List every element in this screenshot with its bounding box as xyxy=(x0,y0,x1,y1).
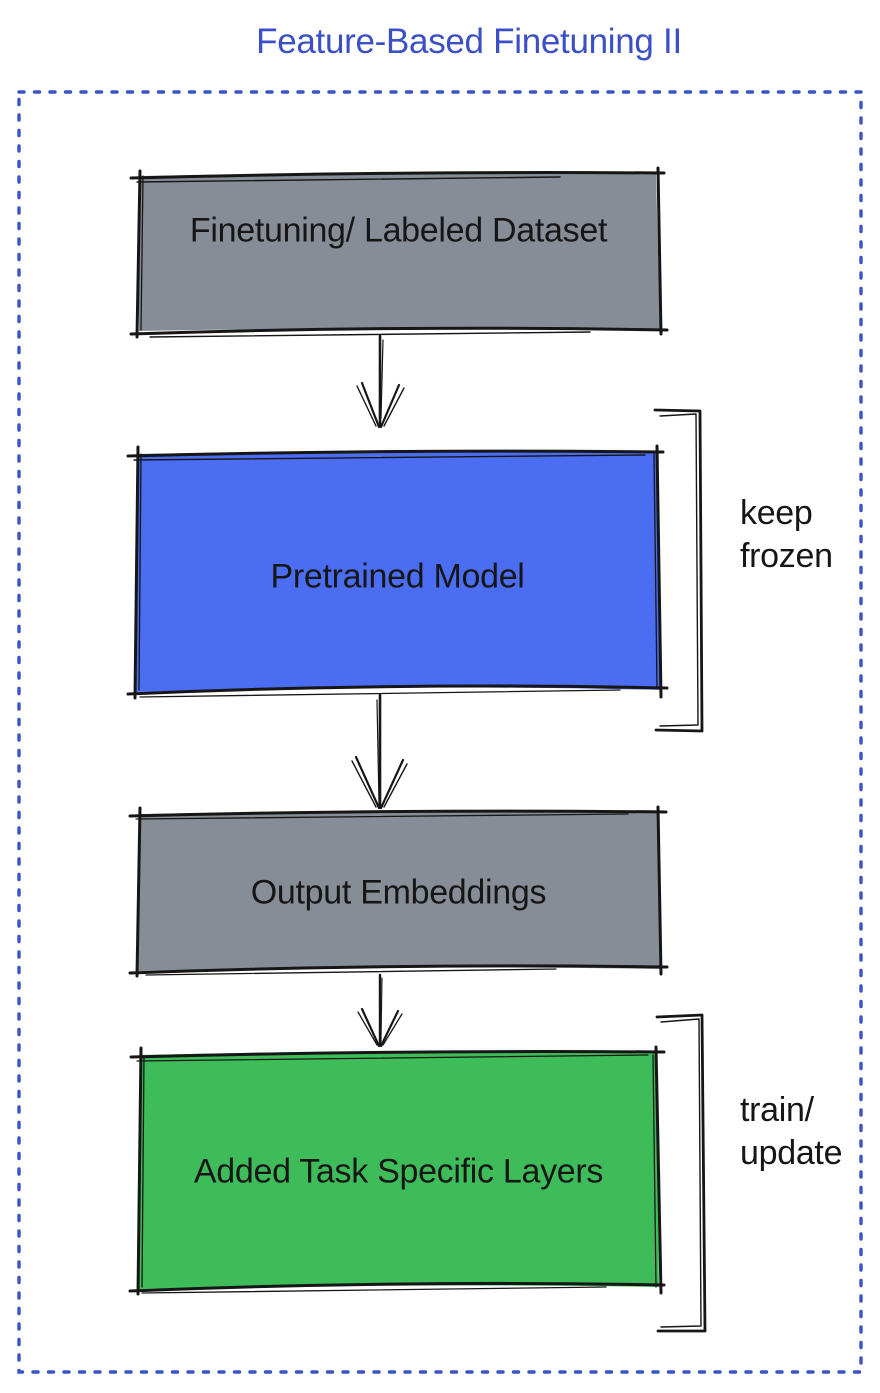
node-pretrained-shape xyxy=(126,444,669,700)
bracket-keep-frozen xyxy=(653,408,704,733)
bracket-train-update xyxy=(655,1013,707,1333)
node-pretrained-label: Pretrained Model xyxy=(270,557,525,596)
diagram-title: Feature-Based Finetuning II xyxy=(256,22,682,61)
dotted-frame xyxy=(17,90,863,1374)
edge-embeddings-to-task-layers xyxy=(357,973,403,1048)
node-dataset-label: Finetuning/ Labeled Dataset xyxy=(189,211,608,250)
node-embeddings-label: Output Embeddings xyxy=(250,873,547,912)
annotation-train-update: train/ update xyxy=(740,1091,843,1172)
node-task-layers-label: Added Task Specific Layers xyxy=(193,1152,604,1191)
node-embeddings-shape xyxy=(128,805,669,978)
edge-pretrained-to-embeddings xyxy=(351,693,408,810)
edge-dataset-to-pretrained xyxy=(356,334,405,429)
annotation-keep-frozen: keep frozen xyxy=(740,494,833,575)
node-dataset-shape xyxy=(129,166,669,339)
node-task-layers-shape xyxy=(128,1045,666,1296)
